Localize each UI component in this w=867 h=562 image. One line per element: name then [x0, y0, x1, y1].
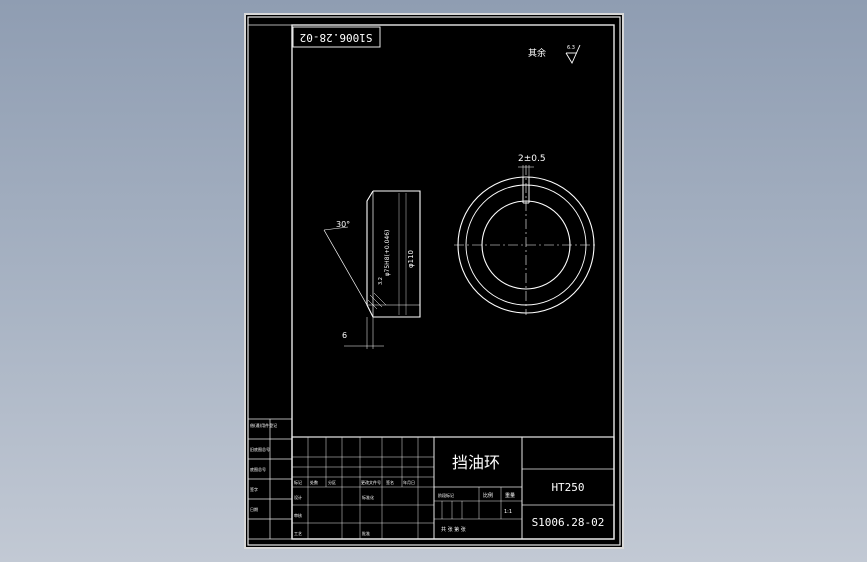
cell-process: 工艺 — [294, 531, 302, 536]
weight-label: 重量 — [505, 492, 515, 499]
scale-header: 比例 — [483, 492, 493, 499]
surface-note-value: 6.3 — [567, 45, 575, 51]
cell-design: 设计 — [294, 494, 302, 500]
surface-finish-note: 其余 6.3 — [528, 44, 581, 64]
cell-review: 审核 — [294, 512, 302, 518]
front-view — [454, 165, 598, 315]
drawing-sheet: S1006.28-02 其余 6.3 2±0.5 — [244, 13, 624, 549]
left-column-label-2: 旧底图总号 — [250, 446, 270, 452]
bore-diameter: φ75H8(+0.046) — [384, 230, 391, 277]
material: HT250 — [551, 481, 584, 494]
drawing-canvas: S1006.28-02 其余 6.3 2±0.5 — [247, 16, 621, 546]
thickness-dimension: 6 — [342, 331, 347, 340]
part-name: 挡油环 — [452, 453, 500, 472]
slot-dimension: 2±0.5 — [518, 154, 546, 164]
cell-zone: 分区 — [328, 479, 336, 485]
title-block — [291, 436, 615, 540]
cell-standardization: 标准化 — [362, 494, 374, 500]
section-view — [323, 190, 421, 349]
cell-mark: 标记 — [294, 479, 302, 485]
cell-approve: 批准 — [362, 530, 370, 536]
left-column-label-3: 底图总号 — [250, 466, 266, 472]
cell-change-file: 更改文件号 — [361, 479, 381, 485]
left-column-label-1: 借(通)用件登记 — [250, 422, 277, 428]
drawing-number-stamp-text: S1006.28-02 — [300, 31, 373, 44]
surface-note-label: 其余 — [528, 47, 546, 59]
chamfer-angle: 30° — [336, 220, 350, 229]
drawing-number-stamp: S1006.28-02 — [292, 26, 381, 48]
left-column-label-4: 签字 — [250, 486, 258, 492]
cell-signature: 签名 — [386, 479, 394, 485]
roughness-symbol-icon — [565, 44, 581, 64]
sheet-label: 共 张 第 张 — [441, 526, 466, 533]
drawing-number: S1006.28-02 — [532, 516, 605, 529]
outer-diameter: φ110 — [407, 250, 415, 268]
cell-date: 年月日 — [403, 479, 415, 485]
cell-stage-mark: 阶段标记 — [438, 492, 454, 498]
cell-count: 处数 — [310, 479, 318, 485]
left-column-label-5: 日期 — [250, 506, 258, 512]
scale-value: 1:1 — [504, 509, 512, 515]
roughness-mark: 3.2 — [378, 277, 384, 285]
left-column-table — [248, 418, 292, 539]
